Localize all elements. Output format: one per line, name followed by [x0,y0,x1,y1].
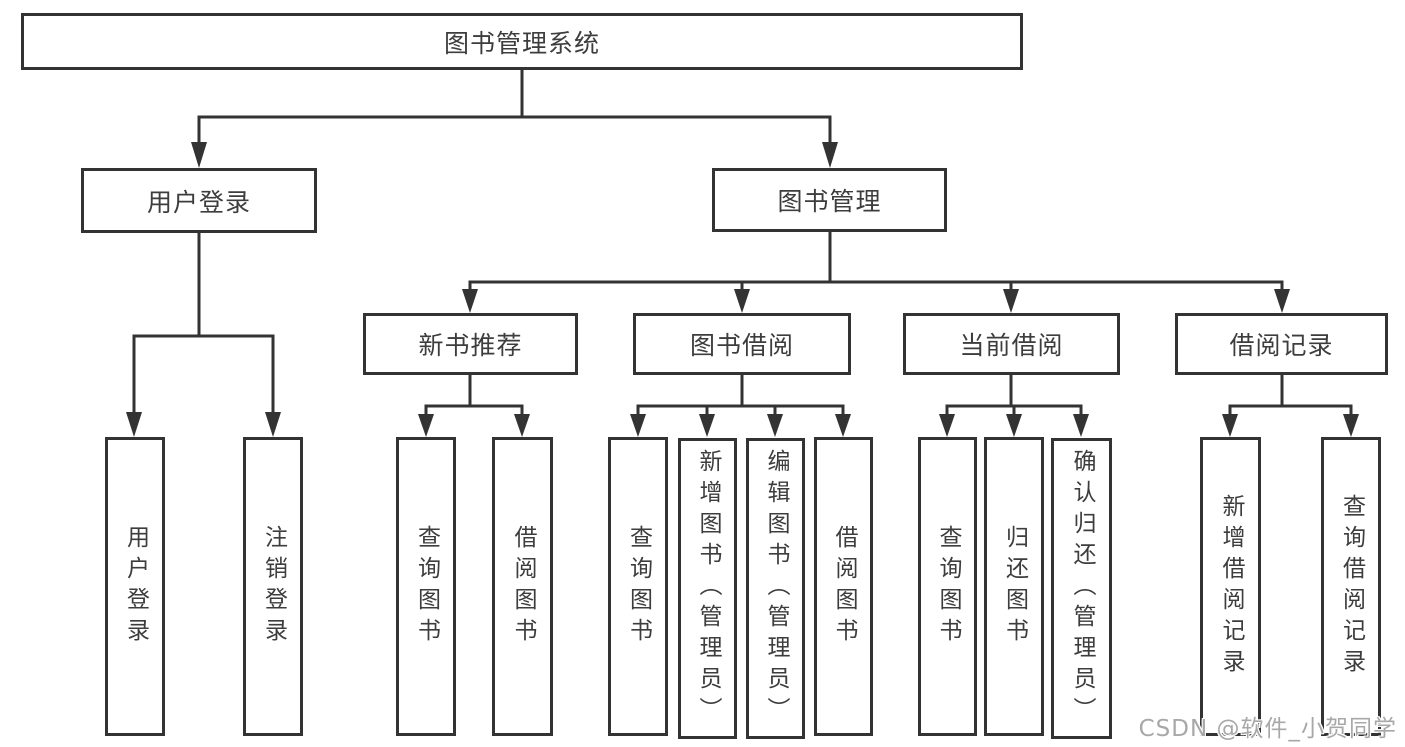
node-borrow-records: 借阅记录 [1175,313,1388,375]
node-user-login: 用户登录 [81,168,317,233]
node-label: 借阅图书 [510,524,536,649]
node-label: 借阅记录 [1229,331,1334,360]
leaf-confirm-return-admin: 确认归还（管理员） [1051,438,1112,739]
leaf-add-books-admin: 新增图书（管理员） [678,438,737,739]
node-label: 新增借阅记录 [1218,493,1244,680]
csdn-watermark: CSDN @软件_小贺同学 [1138,716,1397,742]
node-library-management-system: 图书管理系统 [21,13,1023,70]
leaf-logout: 注销登录 [243,437,303,736]
connector-book-management-to-level2 [462,232,1290,313]
node-label: 图书借阅 [689,331,794,360]
leaf-query-borrow-record: 查询借阅记录 [1321,437,1381,736]
node-label: 查询图书 [413,524,440,649]
node-label: 用户登录 [122,524,149,649]
leaf-user-login: 用户登录 [105,437,165,736]
leaf-query-books-current: 查询图书 [918,437,977,736]
node-label: 查询图书 [935,524,961,649]
node-label: 归还图书 [1001,524,1028,649]
connector-new-book-recommend-to-children [418,375,530,437]
leaf-borrow-books-recommend: 借阅图书 [492,437,553,736]
leaf-query-books-recommend: 查询图书 [396,437,456,736]
node-label: 当前借阅 [959,331,1064,360]
node-book-management: 图书管理 [712,168,947,232]
node-label: 图书管理系统 [443,28,600,58]
node-label: 确认归还（管理员） [1069,449,1095,728]
node-book-borrow: 图书借阅 [633,313,851,375]
leaf-borrow-books: 借阅图书 [814,437,873,736]
node-label: 查询图书 [625,524,652,649]
connector-current-borrow-to-children [939,375,1089,437]
node-label: 用户登录 [146,187,251,217]
connector-user-login-to-children [126,233,281,437]
leaf-add-borrow-record: 新增借阅记录 [1200,437,1261,736]
connector-book-borrow-to-children [630,375,851,437]
leaf-query-books-borrow: 查询图书 [608,437,668,736]
connector-root-to-level1 [191,70,838,168]
node-label: 查询借阅记录 [1338,493,1365,680]
node-label: 新增图书（管理员） [695,449,721,728]
node-new-book-recommend: 新书推荐 [363,313,578,375]
connector-borrow-records-to-children [1222,375,1359,437]
leaf-return-books: 归还图书 [984,437,1044,736]
node-label: 图书管理 [777,187,882,216]
node-current-borrow: 当前借阅 [903,313,1120,375]
leaf-edit-books-admin: 编辑图书（管理员） [746,438,805,739]
node-label: 编辑图书（管理员） [763,449,789,728]
node-label: 新书推荐 [418,331,523,360]
node-label: 注销登录 [260,524,287,649]
node-label: 借阅图书 [831,524,857,649]
